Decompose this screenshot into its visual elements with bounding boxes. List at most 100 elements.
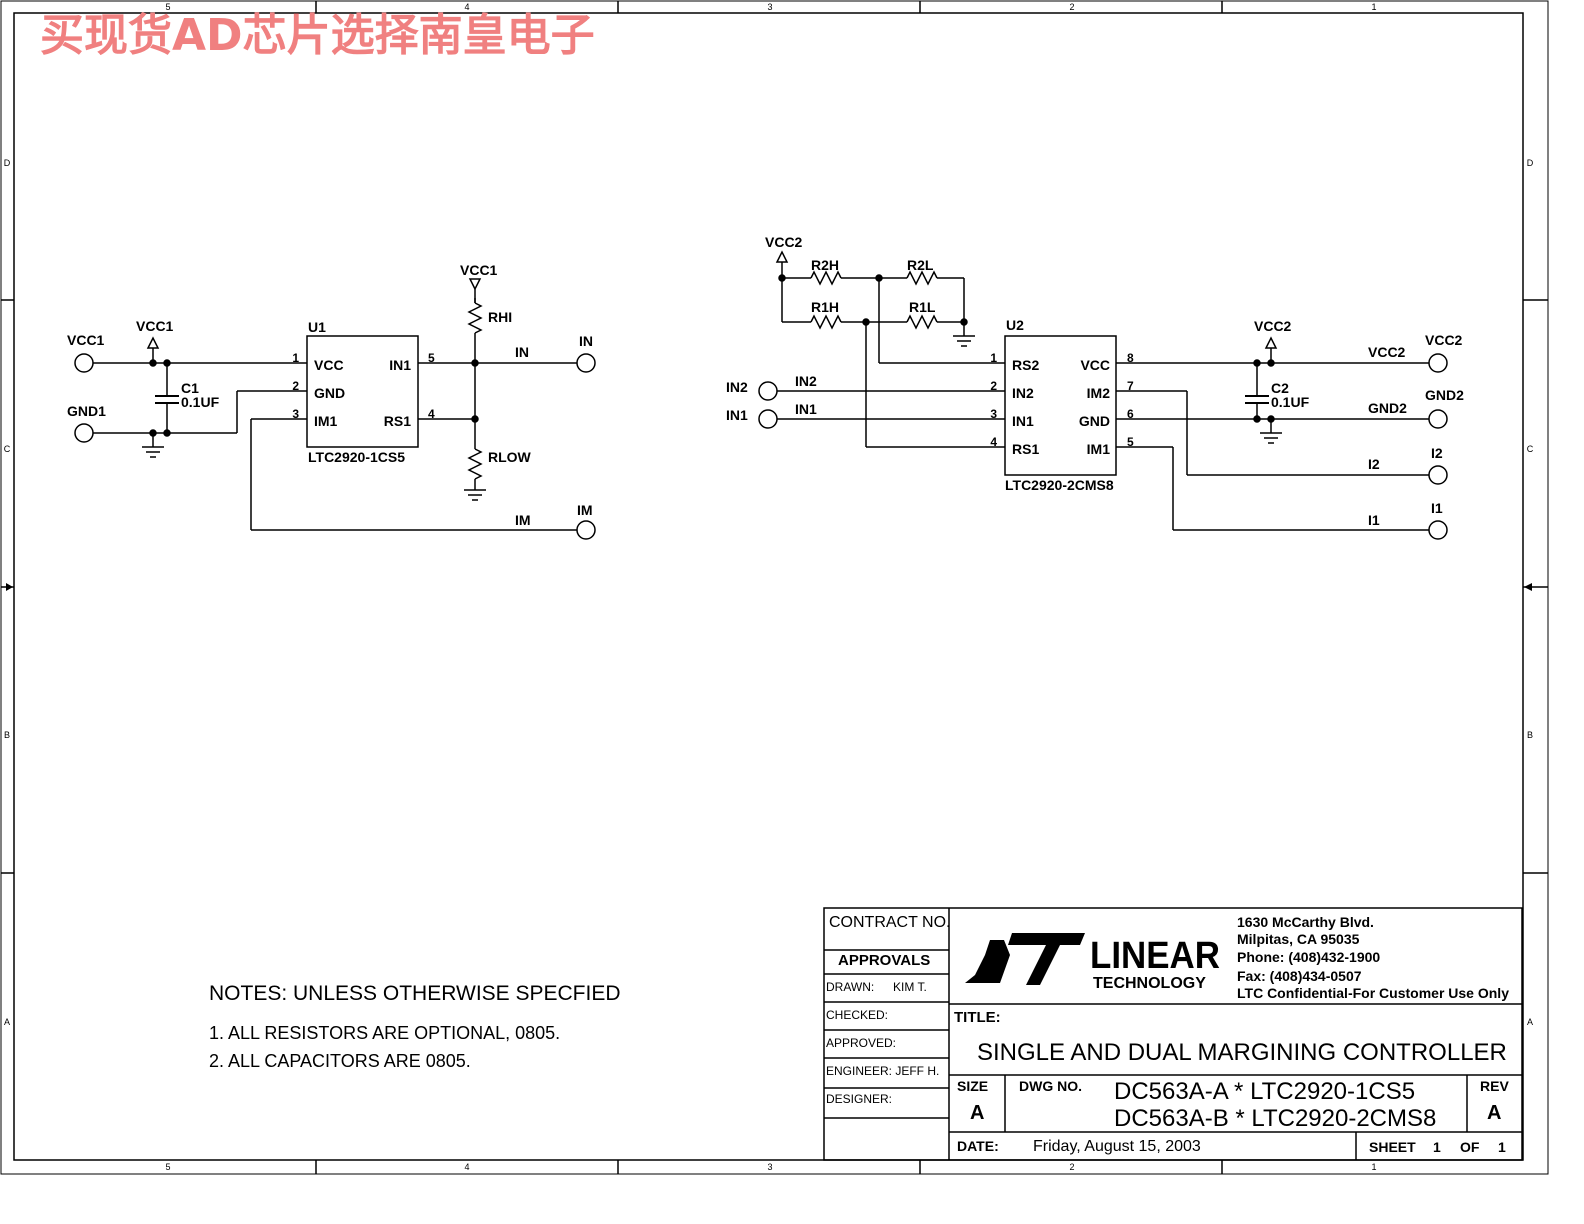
- gnd2-terminal-label: GND2: [1425, 387, 1464, 403]
- frame-row-left: A: [4, 1017, 10, 1027]
- frame-col-bottom: 3: [767, 1162, 772, 1172]
- u1-pin-name: IN1: [389, 357, 411, 373]
- address-line: Milpitas, CA 95035: [1237, 931, 1360, 947]
- i1-terminal-label: I1: [1431, 500, 1443, 516]
- notes-title: NOTES: UNLESS OTHERWISE SPECFIED: [209, 982, 621, 1005]
- vcc2-terminal-label: VCC2: [1425, 332, 1463, 348]
- u2-pin-name: VCC: [1080, 357, 1110, 373]
- rlow-resistor: [467, 448, 483, 480]
- vcc1-terminal-label: VCC1: [67, 332, 105, 348]
- junction-dot: [960, 318, 968, 326]
- address-line: Phone: (408)432-1900: [1237, 949, 1380, 965]
- frame-center-arrow-left-icon: [6, 583, 13, 591]
- u2-pin-name: IN1: [1012, 413, 1034, 429]
- i1-terminal[interactable]: [1428, 520, 1448, 540]
- u2-pin-name: IM1: [1087, 441, 1111, 457]
- u1-pin-name: GND: [314, 385, 345, 401]
- frame-row-right: C: [1527, 444, 1534, 454]
- vcc1-power-flag-icon: [468, 278, 482, 291]
- vcc2-power-flag-icon: [775, 250, 789, 263]
- vcc2-terminal[interactable]: [1428, 353, 1448, 373]
- r2l-resistor: [906, 270, 938, 286]
- u2-body: [1004, 335, 1117, 476]
- net-label-in: IN: [515, 344, 529, 360]
- net-label-in1: IN1: [795, 401, 817, 417]
- net-label-in2: IN2: [795, 373, 817, 389]
- u2-pin-num: 8: [1127, 351, 1134, 365]
- date-value: Friday, August 15, 2003: [1033, 1138, 1201, 1155]
- engineer-label: ENGINEER: JEFF H.: [826, 1064, 939, 1078]
- gnd2-terminal[interactable]: [1428, 409, 1448, 429]
- in2-terminal[interactable]: [758, 381, 778, 401]
- vcc2-power-flag-icon: [1264, 336, 1278, 349]
- u1-pin-name: IM1: [314, 413, 338, 429]
- u1-pin-num: 1: [292, 351, 299, 365]
- r1l-ref: R1L: [909, 299, 936, 315]
- rev-label: REV: [1480, 1078, 1509, 1094]
- drawn-label: DRAWN:: [826, 980, 874, 994]
- ground-symbol-icon: [953, 335, 975, 347]
- net-label-gnd2: GND2: [1368, 400, 1407, 416]
- of-label: OF: [1460, 1139, 1480, 1155]
- frame-col-bottom: 1: [1371, 1162, 1376, 1172]
- u2-ref: U2: [1006, 317, 1024, 333]
- in-terminal-label: IN: [579, 333, 593, 349]
- c2-ref: C2: [1271, 380, 1289, 396]
- logo-sub-text: TECHNOLOGY: [1093, 975, 1206, 992]
- vcc1-terminal[interactable]: [74, 353, 94, 373]
- u2-pin-num: 5: [1127, 435, 1134, 449]
- i2-terminal[interactable]: [1428, 465, 1448, 485]
- watermark-text: 买现货AD芯片选择南皇电子: [40, 10, 595, 61]
- vcc2-flag-label: VCC2: [1254, 318, 1292, 334]
- in-terminal[interactable]: [576, 353, 596, 373]
- designer-label: DESIGNER:: [826, 1092, 892, 1106]
- im-terminal[interactable]: [576, 520, 596, 540]
- rhi-ref: RHI: [488, 309, 512, 325]
- r1h-resistor: [810, 314, 842, 330]
- u2-pin-name: GND: [1079, 413, 1110, 429]
- address-line: LTC Confidential-For Customer Use Only: [1237, 985, 1509, 1001]
- title-block: [823, 907, 1523, 1161]
- u1-pin-num: 4: [428, 407, 435, 421]
- circuit-1: [74, 278, 596, 540]
- sheet-value: 1: [1433, 1139, 1441, 1155]
- net-label-im: IM: [515, 512, 531, 528]
- c2-value: 0.1UF: [1271, 394, 1310, 410]
- approvals-label: APPROVALS: [838, 952, 930, 969]
- dwg-number: DC563A-B * LTC2920-2CMS8: [1114, 1105, 1436, 1132]
- size-value: A: [970, 1102, 984, 1124]
- gnd1-terminal-label: GND1: [67, 403, 106, 419]
- u2-pin-num: 4: [990, 435, 997, 449]
- in2-terminal-label: IN2: [726, 379, 748, 395]
- vcc1-flag-label: VCC1: [136, 318, 174, 334]
- u2-pin-num: 6: [1127, 407, 1134, 421]
- gnd1-terminal[interactable]: [74, 423, 94, 443]
- note-item: 1. ALL RESISTORS ARE OPTIONAL, 0805.: [209, 1023, 560, 1043]
- note-item: 2. ALL CAPACITORS ARE 0805.: [209, 1051, 471, 1071]
- u2-pin-num: 7: [1127, 379, 1134, 393]
- r1h-ref: R1H: [811, 299, 839, 315]
- u1-pin-num: 2: [292, 379, 299, 393]
- u2-pin-name: IM2: [1087, 385, 1111, 401]
- r2h-ref: R2H: [811, 257, 839, 273]
- frame-col-bottom: 2: [1069, 1162, 1074, 1172]
- u2-pin-num: 3: [990, 407, 997, 421]
- net-label-i2: I2: [1368, 456, 1380, 472]
- junction-dot: [163, 429, 171, 437]
- in1-terminal[interactable]: [758, 409, 778, 429]
- rhi-resistor: [467, 302, 483, 334]
- rlow-ref: RLOW: [488, 449, 532, 465]
- i2-terminal-label: I2: [1431, 445, 1443, 461]
- u1-ref: U1: [308, 319, 326, 335]
- size-label: SIZE: [957, 1078, 988, 1094]
- address-line: 1630 McCarthy Blvd.: [1237, 914, 1374, 930]
- frame-col-top: 4: [464, 2, 469, 12]
- u2-pin-name: RS2: [1012, 357, 1039, 373]
- frame-row-left: D: [4, 158, 11, 168]
- frame-col-top: 2: [1069, 2, 1074, 12]
- u1-pin-name: RS1: [384, 413, 411, 429]
- checked-label: CHECKED:: [826, 1008, 888, 1022]
- linear-technology-logo-icon: [965, 933, 1085, 985]
- ground-symbol-icon: [464, 489, 486, 501]
- frame-center-arrow-right-icon: [1524, 583, 1532, 591]
